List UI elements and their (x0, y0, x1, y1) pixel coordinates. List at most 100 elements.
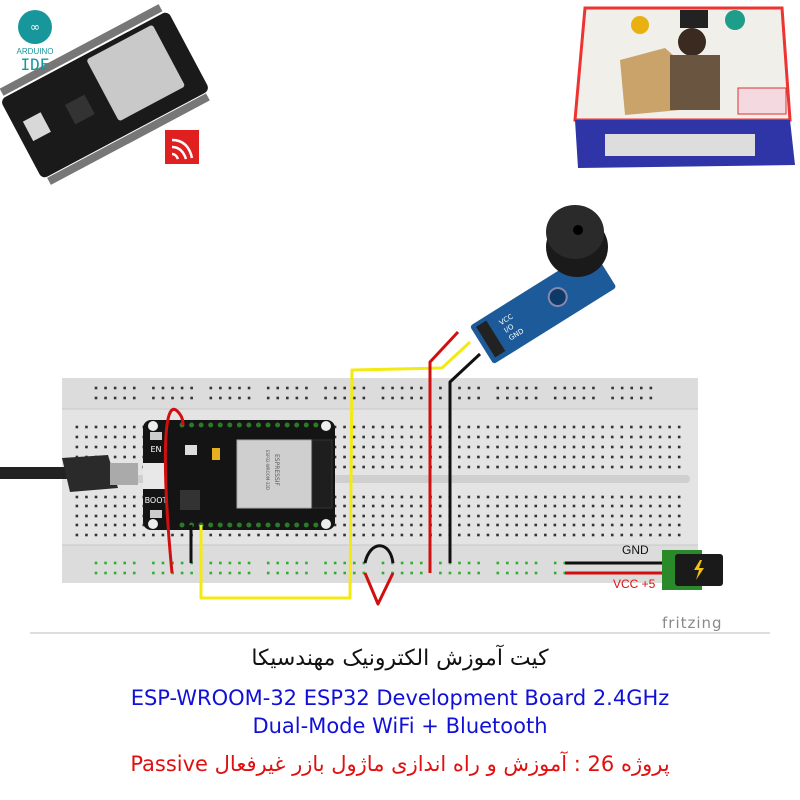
breadboard-hole (477, 465, 480, 469)
breadboard-hole (611, 396, 614, 400)
breadboard-hole (94, 386, 98, 390)
breadboard-hole (610, 523, 614, 527)
breadboard-hole (371, 445, 375, 449)
breadboard-hole (572, 435, 576, 439)
breadboard-hole (410, 455, 413, 459)
breadboard-hole (180, 386, 184, 390)
breadboard-hole (467, 523, 471, 527)
breadboard-hole (324, 396, 327, 400)
board-pin (294, 522, 300, 528)
breadboard-hole (582, 514, 585, 518)
breadboard-hole (343, 514, 346, 518)
breadboard-hole (85, 495, 88, 499)
breadboard-hole (381, 386, 385, 390)
breadboard-hole (104, 495, 107, 499)
breadboard-hole (649, 504, 652, 508)
breadboard-hole (286, 571, 289, 575)
breadboard-hole (85, 425, 88, 429)
breadboard-hole (438, 435, 442, 439)
breadboard-hole (639, 504, 643, 508)
breadboard-hole (515, 455, 518, 459)
breadboard-hole (362, 425, 365, 429)
breadboard-hole (391, 533, 394, 537)
breadboard-hole (419, 465, 423, 469)
breadboard-hole (534, 386, 538, 390)
breadboard-hole (563, 504, 566, 508)
breadboard-hole (610, 455, 614, 459)
svg-text:ESP32-WROOM-32D: ESP32-WROOM-32D (265, 450, 270, 490)
breadboard-hole (381, 445, 385, 449)
breadboard-hole (419, 571, 423, 575)
svg-text:IDE: IDE (21, 55, 50, 74)
breadboard-hole (668, 435, 671, 439)
breadboard-hole (400, 533, 404, 537)
breadboard-hole (467, 533, 471, 537)
breadboard-hole (505, 533, 509, 537)
breadboard-hole (591, 504, 595, 508)
breadboard-hole (496, 396, 500, 400)
breadboard-hole (573, 386, 576, 390)
breadboard-hole (305, 386, 308, 390)
breadboard-hole (161, 561, 165, 565)
board-pin (227, 422, 233, 428)
breadboard-hole (582, 455, 585, 459)
breadboard-hole (639, 386, 643, 390)
breadboard-hole (104, 504, 107, 508)
breadboard-hole (381, 455, 385, 459)
breadboard-hole (391, 425, 394, 429)
breadboard-hole (371, 495, 375, 499)
breadboard-hole (161, 396, 165, 400)
breadboard-hole (113, 386, 117, 390)
breadboard-hole (113, 504, 117, 508)
breadboard-hole (563, 495, 566, 499)
breadboard-hole (295, 571, 299, 575)
breadboard-hole (486, 465, 490, 469)
breadboard-hole (123, 571, 126, 575)
breadboard-hole (266, 396, 270, 400)
breadboard-hole (132, 425, 136, 429)
breadboard-hole (438, 533, 442, 537)
breadboard-hole (457, 533, 461, 537)
breadboard-hole (219, 396, 222, 400)
breadboard-hole (104, 561, 107, 565)
breadboard-hole (285, 533, 289, 537)
breadboard-hole (477, 495, 480, 499)
breadboard-hole (677, 455, 681, 459)
breadboard-hole (276, 396, 280, 400)
breadboard-hole (419, 396, 423, 400)
breadboard-hole (620, 514, 624, 518)
breadboard-hole (400, 445, 404, 449)
breadboard-hole (506, 571, 509, 575)
breadboard-hole (94, 561, 98, 565)
breadboard-hole (419, 445, 423, 449)
breadboard-hole (410, 571, 413, 575)
wire-red-vin (163, 407, 185, 574)
breadboard-hole (486, 435, 490, 439)
breadboard-hole (630, 435, 633, 439)
breadboard-hole (419, 455, 423, 459)
breadboard-hole (400, 386, 404, 390)
breadboard-hole (477, 396, 480, 400)
breadboard-hole (219, 571, 222, 575)
breadboard-hole (209, 561, 213, 565)
breadboard-hole (515, 561, 519, 565)
breadboard-hole (582, 425, 585, 429)
breadboard-hole (677, 533, 681, 537)
breadboard-hole (457, 435, 461, 439)
breadboard-hole (352, 396, 356, 400)
caption-project: پروژه 26 : آموزش و راه اندازی ماژول بازر… (130, 752, 670, 776)
breadboard-hole (534, 514, 538, 518)
breadboard-hole (381, 533, 385, 537)
breadboard-hole (276, 386, 280, 390)
breadboard-hole (544, 504, 547, 508)
breadboard-hole (400, 435, 404, 439)
breadboard-hole (352, 425, 356, 429)
breadboard-hole (228, 561, 232, 565)
breadboard-hole (534, 455, 538, 459)
breadboard-hole (553, 396, 557, 400)
breadboard-hole (343, 533, 346, 537)
breadboard-hole (104, 514, 107, 518)
breadboard-hole (438, 514, 442, 518)
breadboard-hole (391, 435, 394, 439)
breadboard-hole (649, 514, 652, 518)
